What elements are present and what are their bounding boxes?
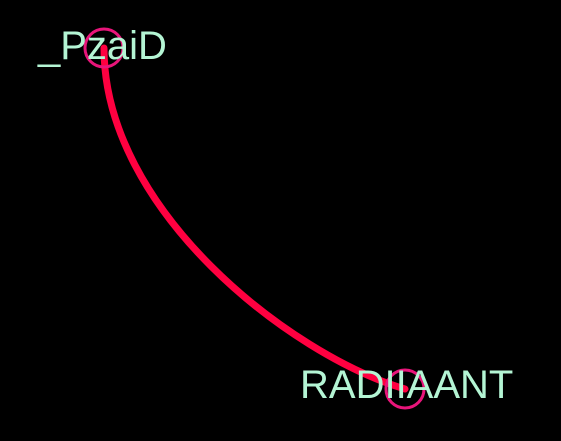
start-node-ring[interactable] [83,27,125,69]
end-node-ring[interactable] [384,368,426,410]
connection-curve[interactable] [100,44,409,393]
start-node-label: _PzaiD [37,24,167,68]
end-node-label: RADIIAANT [300,363,513,407]
